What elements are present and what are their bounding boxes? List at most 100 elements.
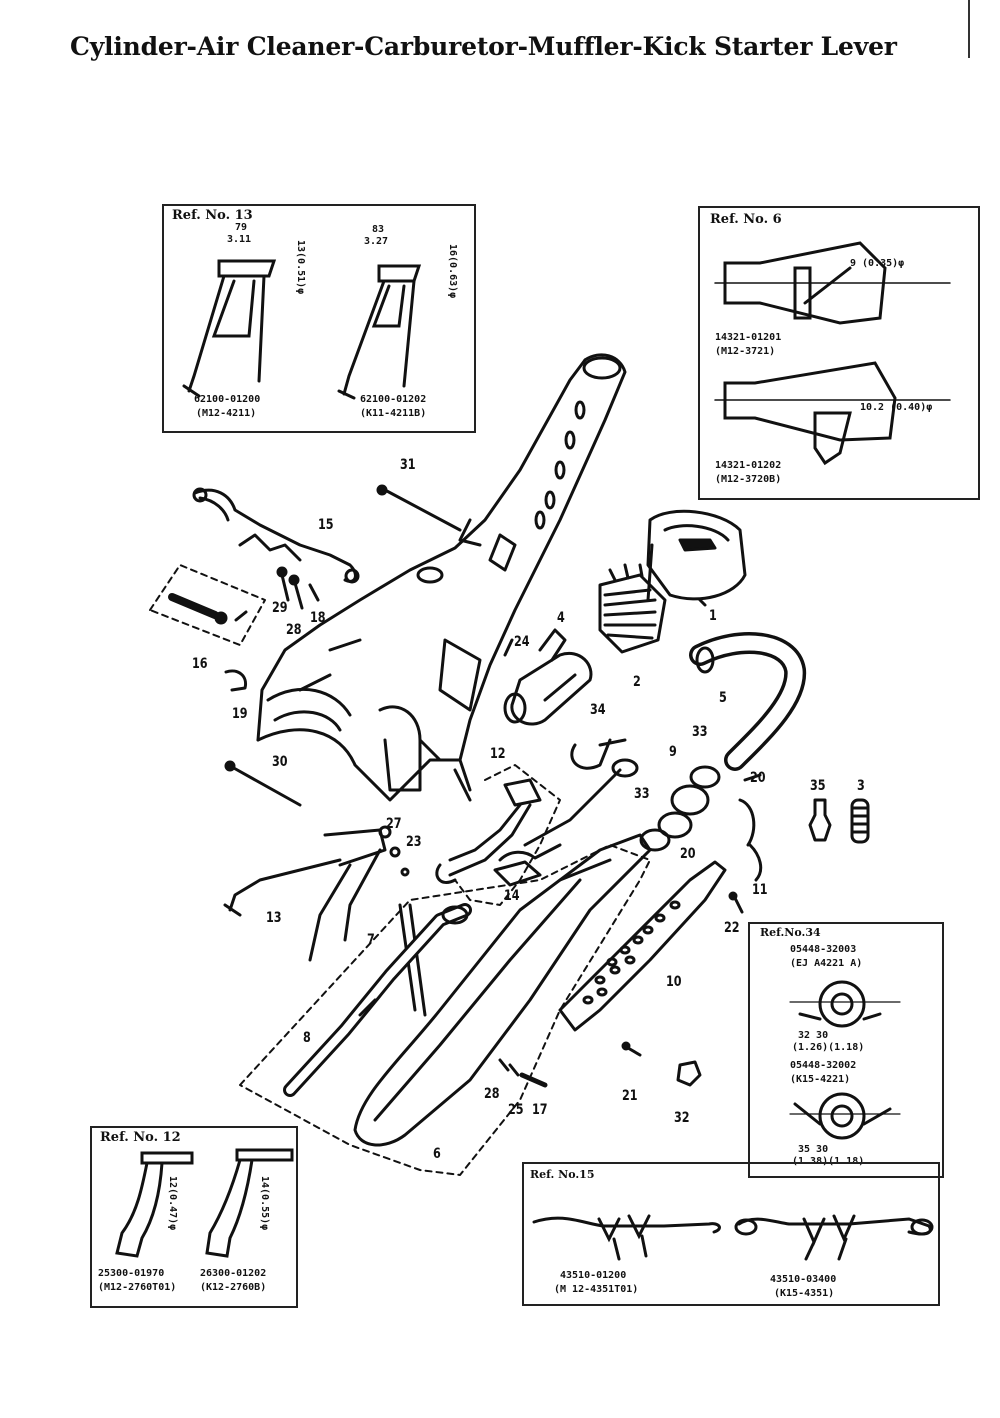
callout-33a: 33 bbox=[691, 724, 708, 740]
ref-15-right-model: (K15-4351) bbox=[774, 1288, 835, 1299]
part-6-muffler bbox=[353, 833, 652, 1147]
callout-32: 32 bbox=[673, 1110, 690, 1126]
ref-15-left-model: (M 12-4351T01) bbox=[554, 1284, 639, 1295]
part-2-cylinder-fins bbox=[598, 563, 667, 654]
callout-12: 12 bbox=[489, 746, 506, 762]
ref-13-right-dim-top2: 3.27 bbox=[364, 236, 389, 247]
part-32-nut bbox=[676, 1060, 702, 1087]
part-12-kick-lever bbox=[435, 778, 542, 884]
callout-2: 2 bbox=[632, 674, 641, 690]
muffler-joint-parts bbox=[639, 765, 762, 852]
ref-13-left-model: (M12-4211) bbox=[196, 408, 257, 419]
ref-6-top-dim: 9 (0.35)φ bbox=[850, 258, 905, 269]
ref-12-left-dim: 12(0.47)φ bbox=[167, 1176, 178, 1231]
callout-34: 34 bbox=[589, 702, 606, 718]
ref-15-box: 43510-01200 (M 12-4351T01) 43510-03400 (… bbox=[522, 1162, 940, 1306]
part-10-heat-guard bbox=[558, 860, 727, 1032]
ref-6-bottom-model: (M12-3720B) bbox=[715, 474, 782, 485]
callout-30: 30 bbox=[271, 754, 288, 770]
callout-28: 28 bbox=[285, 622, 302, 638]
kick-lever-variants-drawing bbox=[115, 1148, 294, 1258]
part-13-stand bbox=[223, 825, 410, 962]
part-30-bolt bbox=[230, 765, 302, 807]
callout-19: 19 bbox=[231, 706, 248, 722]
ref-34-bottom-model: (K15-4221) bbox=[790, 1074, 851, 1085]
scan-mark bbox=[968, 0, 970, 58]
callout-24: 24 bbox=[513, 634, 530, 650]
ref-13-title: Ref. No. 13 bbox=[172, 208, 253, 223]
callout-14: 14 bbox=[503, 888, 520, 904]
ref-13-right-dim-top: 83 bbox=[372, 224, 385, 235]
part-4-carburetor bbox=[503, 628, 593, 726]
ref-13-left-part-no: 62100-01200 bbox=[194, 394, 261, 405]
ref-6-top-model: (M12-3721) bbox=[715, 346, 776, 357]
callout-9a: 9 bbox=[668, 744, 677, 760]
part-8-tail-pipe bbox=[283, 903, 472, 1097]
muffler-variants-drawing bbox=[714, 241, 951, 466]
callout-22: 22 bbox=[723, 920, 740, 936]
footrest-variants-drawing bbox=[532, 1214, 934, 1261]
callout-6: 6 bbox=[432, 1146, 441, 1162]
callout-5: 5 bbox=[718, 690, 727, 706]
ref-15-left-part-no: 43510-01200 bbox=[560, 1270, 627, 1281]
frame-part bbox=[256, 353, 627, 802]
callout-16: 16 bbox=[191, 656, 208, 672]
ref-13-right-model: (K11-4211B) bbox=[360, 408, 427, 419]
ref-34-bottom-dim2: (1.38)(1.18) bbox=[792, 1156, 865, 1167]
part-3-spring bbox=[850, 798, 870, 844]
callout-7: 7 bbox=[366, 932, 375, 948]
ref-12-left-model: (M12-2760T01) bbox=[98, 1282, 177, 1293]
part-19-clamp bbox=[224, 669, 248, 692]
callout-21: 21 bbox=[621, 1088, 638, 1104]
callout-28b: 28 bbox=[483, 1086, 500, 1102]
ref-6-box: 9 (0.35)φ 14321-01201 (M12-3721) 10.2 (0… bbox=[698, 206, 980, 500]
ref-34-bottom-dim: 35 30 bbox=[798, 1144, 829, 1155]
ref-12-box: 12(0.47)φ 14(0.55)φ 25300-01970 (M12-276… bbox=[90, 1126, 298, 1308]
ref-34-top-part-no: 05448-32003 bbox=[790, 944, 857, 955]
callout-33b: 33 bbox=[633, 786, 650, 802]
callout-29: 29 bbox=[271, 600, 288, 616]
ref-12-title: Ref. No. 12 bbox=[100, 1130, 181, 1145]
ref-12-left-part-no: 25300-01970 bbox=[98, 1268, 165, 1279]
stand-variants-drawing bbox=[182, 259, 422, 400]
callout-13: 13 bbox=[265, 910, 282, 926]
callout-8: 8 bbox=[302, 1030, 311, 1046]
spring-variants-drawing bbox=[789, 980, 901, 1140]
callout-15: 15 bbox=[317, 517, 334, 533]
callout-23: 23 bbox=[405, 834, 422, 850]
ref-34-top-dim2: (1.26)(1.18) bbox=[792, 1042, 865, 1053]
ref-34-top-dim: 32 30 bbox=[798, 1030, 829, 1041]
callout-18: 18 bbox=[309, 610, 326, 626]
ref-13-box: 79 3.11 13(0.51)φ 62100-01200 (M12-4211)… bbox=[162, 204, 476, 433]
ref-34-bottom-part-no: 05448-32002 bbox=[790, 1060, 857, 1071]
ref-13-left-dim-top2: 3.11 bbox=[227, 234, 252, 245]
ref-34-box: 05448-32003 (EJ A4221 A) 32 30 (1.26)(1.… bbox=[748, 922, 944, 1178]
ref-12-right-model: (K12-2760B) bbox=[200, 1282, 267, 1293]
ref-15-title: Ref. No.15 bbox=[530, 1168, 595, 1181]
callout-11: 11 bbox=[751, 882, 768, 898]
callout-4: 4 bbox=[556, 610, 565, 626]
part-5-exhaust-pipe bbox=[689, 632, 807, 771]
callout-10: 10 bbox=[665, 974, 682, 990]
callout-25: 25 bbox=[507, 1102, 524, 1118]
ref-6-bottom-dim: 10.2 (0.40)φ bbox=[860, 402, 933, 413]
part-16-dashed-group bbox=[149, 564, 266, 646]
callout-27: 27 bbox=[385, 816, 402, 832]
part-14-kick-shaft bbox=[493, 758, 639, 887]
callout-1: 1 bbox=[708, 608, 717, 624]
part-34-spring bbox=[570, 738, 627, 770]
ref-34-top-model: (EJ A4221 A) bbox=[790, 958, 863, 969]
ref-13-right-dim-side: 16(0.63)φ bbox=[447, 244, 458, 299]
callout-31: 31 bbox=[399, 457, 416, 473]
ref-34-title: Ref.No.34 bbox=[760, 926, 821, 939]
part-11-spring bbox=[748, 843, 763, 882]
ref-6-title: Ref. No. 6 bbox=[710, 212, 782, 227]
ref-15-right-part-no: 43510-03400 bbox=[770, 1274, 837, 1285]
callout-17: 17 bbox=[531, 1102, 548, 1118]
ref-12-right-dim: 14(0.55)φ bbox=[259, 1176, 270, 1231]
callout-3: 3 bbox=[856, 778, 865, 794]
callout-20b: 20 bbox=[679, 846, 696, 862]
ref-13-left-dim-side: 13(0.51)φ bbox=[295, 240, 306, 295]
ref-6-top-part-no: 14321-01201 bbox=[715, 332, 782, 343]
